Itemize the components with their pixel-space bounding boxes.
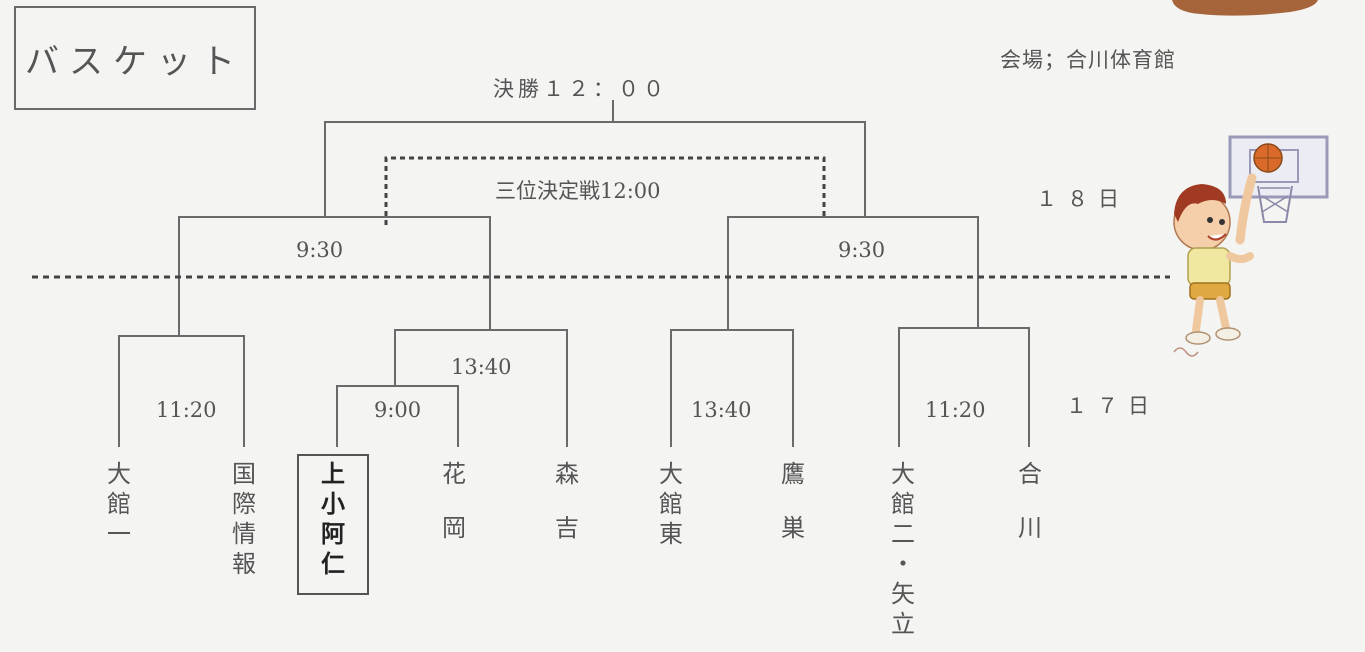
team-name-char: 国 <box>232 460 256 488</box>
decoration-shape <box>1172 0 1318 16</box>
team-name: 大館一 <box>107 462 131 546</box>
team-name-char: 岡 <box>442 514 466 542</box>
team-name: 鷹巣 <box>781 462 805 540</box>
team-name-char: 大 <box>659 460 683 488</box>
semi-right-time-label: 9:30 <box>838 238 886 262</box>
team-name: 大館東 <box>659 462 683 546</box>
team-name-char: 吉 <box>555 514 579 542</box>
team-name-char: 花 <box>442 460 466 488</box>
semi-right-bracket-line <box>727 216 979 330</box>
qf1-time-label: 11:20 <box>156 398 217 422</box>
team-name: 大館二・矢立 <box>891 462 915 636</box>
qf4-time-label: 11:20 <box>925 398 986 422</box>
sport-title: バスケット <box>14 6 256 110</box>
prelim-time-label: 9:00 <box>374 398 422 422</box>
team-name-char: 館 <box>891 490 915 518</box>
team-name-char: 大 <box>891 460 915 488</box>
team-name: 国際情報 <box>232 462 256 576</box>
basketball-player-icon <box>1173 135 1329 357</box>
team-name: 花岡 <box>442 462 466 540</box>
team-name-char: 二 <box>891 520 915 548</box>
team-name-char: 小 <box>321 489 345 518</box>
qf3-bracket-line <box>670 329 794 447</box>
team-name-char: 阿 <box>321 519 345 548</box>
highlighted-team-box <box>297 454 369 595</box>
team-name-char: 報 <box>232 550 256 578</box>
team-name-char: 一 <box>107 520 131 548</box>
team-name-char: ・ <box>891 550 915 578</box>
qf2-time-label: 13:40 <box>451 355 512 379</box>
team-name-char: 仁 <box>321 549 345 578</box>
qf4-bracket-line <box>898 327 1030 447</box>
semi-left-time-label: 9:30 <box>296 238 344 262</box>
team-name-char: 際 <box>232 490 256 518</box>
team-name: 合川 <box>1018 462 1042 540</box>
team-name-char: 合 <box>1018 460 1042 488</box>
team-name-char: 館 <box>659 490 683 518</box>
prelim-bracket-line <box>336 385 459 447</box>
final-bracket-line <box>324 121 866 217</box>
team-name-char: 立 <box>891 610 915 638</box>
team-name: 上小阿仁 <box>321 462 345 576</box>
venue-label: 会場；合川体育館 <box>1000 48 1176 72</box>
team-name: 森吉 <box>555 462 579 540</box>
day-18-label: １８日 <box>1036 187 1129 211</box>
team-name-char: 東 <box>659 520 683 548</box>
team-name-char: 矢 <box>891 580 915 608</box>
day-17-label: １７日 <box>1066 394 1159 418</box>
team-name-char: 上 <box>321 459 345 488</box>
qf2-bracket-line <box>394 329 568 447</box>
team-name-char: 館 <box>107 490 131 518</box>
team-name-char: 大 <box>107 460 131 488</box>
third-place-label: 三位決定戦12:00 <box>495 179 661 203</box>
team-name-char: 森 <box>555 460 579 488</box>
team-name-char: 鷹 <box>781 460 805 488</box>
team-name-char: 巣 <box>781 514 805 542</box>
team-name-char: 情 <box>232 520 256 548</box>
team-name-char: 川 <box>1018 514 1042 542</box>
final-time-label: 決勝１２：００ <box>493 77 668 101</box>
third-place-bracket-line <box>384 156 826 225</box>
qf3-time-label: 13:40 <box>691 398 752 422</box>
qf1-bracket-line <box>118 335 245 447</box>
